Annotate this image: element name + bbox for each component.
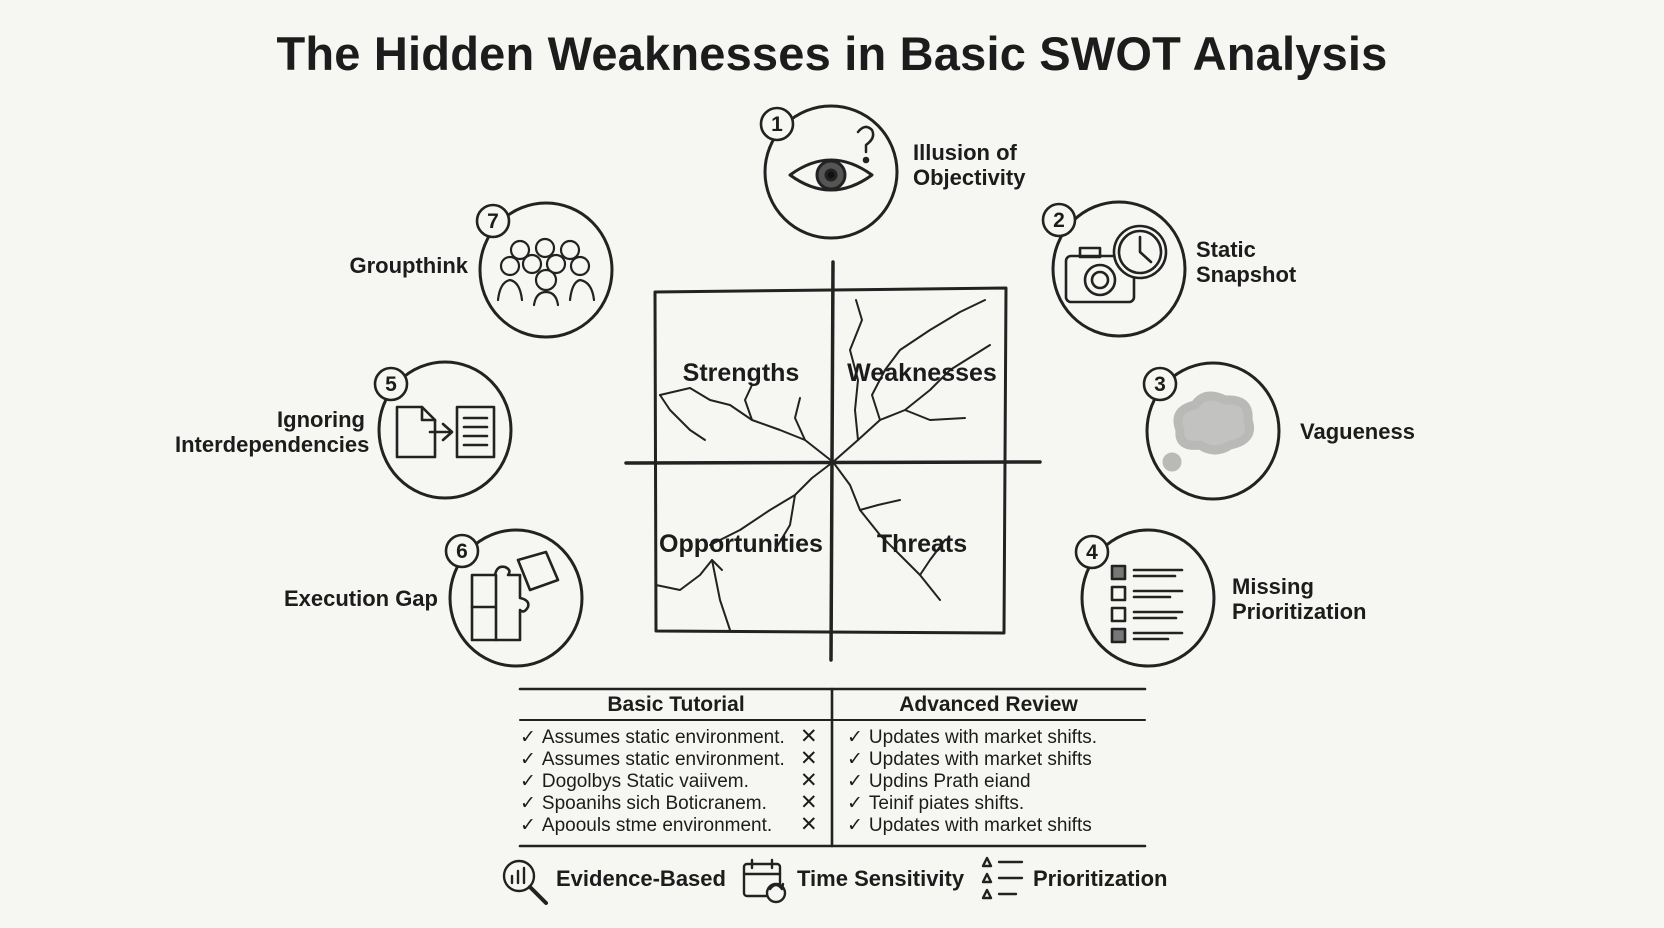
badge-number-1: 1 xyxy=(771,113,783,136)
eye-question-icon xyxy=(788,125,875,192)
weakness-circle-1 xyxy=(763,104,899,240)
crowd-icon xyxy=(496,237,596,307)
badge-number-3: 3 xyxy=(1154,373,1166,396)
basic-row: ✓Apoouls stme environment. xyxy=(520,815,773,836)
legend-time-sensitivity: Time Sensitivity xyxy=(797,866,965,891)
star-list-icon xyxy=(981,856,1024,900)
basic-row: ✓Assumes static environment. xyxy=(520,749,785,770)
camera-clock-icon xyxy=(1064,224,1168,304)
magnifier-chart-icon xyxy=(502,859,548,905)
quadrant-opportunities: Opportunities xyxy=(659,530,823,558)
number-badges xyxy=(373,106,1178,570)
quadrant-threats: Threats xyxy=(876,530,968,558)
legend-prioritization: Prioritization xyxy=(1033,866,1168,891)
weakness-circle-7 xyxy=(478,201,614,339)
weakness-circle-5 xyxy=(377,360,513,500)
legend-icons xyxy=(502,856,1024,905)
cross-mark: ✕ xyxy=(800,791,818,814)
documents-arrow-icon xyxy=(395,405,496,459)
weakness-label-3: Vagueness xyxy=(1300,419,1415,444)
puzzle-icon xyxy=(470,550,560,642)
page-title: The Hidden Weaknesses in Basic SWOT Anal… xyxy=(276,27,1388,80)
advanced-review-header: Advanced Review xyxy=(899,693,1078,716)
badge-number-7: 7 xyxy=(487,210,499,233)
weakness-circle-3 xyxy=(1145,361,1281,501)
badge-number-5: 5 xyxy=(385,373,397,396)
cross-mark: ✕ xyxy=(800,769,818,792)
weakness-circle-2 xyxy=(1051,200,1187,338)
quadrant-strengths: Strengths xyxy=(682,359,800,387)
cross-mark: ✕ xyxy=(800,813,818,836)
quadrant-weaknesses: Weaknesses xyxy=(847,359,997,387)
advanced-row: ✓Teinif piates shifts. xyxy=(847,793,1025,814)
basic-row: ✓Dogolbys Static vaiivem. xyxy=(520,771,749,792)
crack-lines xyxy=(655,299,991,631)
legend-evidence-based: Evidence-Based xyxy=(556,866,726,891)
checklist-icon xyxy=(1110,564,1184,644)
advanced-row: ✓Updates with market shifts xyxy=(847,815,1092,836)
badge-number-6: 6 xyxy=(456,540,468,563)
weakness-label-6: Execution Gap xyxy=(283,586,438,611)
calendar-refresh-icon xyxy=(742,858,787,904)
cross-mark: ✕ xyxy=(800,725,818,748)
comparison-table-lines xyxy=(518,687,1147,848)
basic-row: ✓Assumes static environment. xyxy=(520,727,785,748)
badge-number-4: 4 xyxy=(1086,541,1098,564)
advanced-row: ✓Updates with market shifts. xyxy=(847,727,1098,748)
weakness-circle-4 xyxy=(1080,528,1216,668)
basic-tutorial-header: Basic Tutorial xyxy=(607,693,745,716)
weakness-label-7: Groupthink xyxy=(349,253,468,278)
basic-row: ✓Spoanihs sich Boticranem. xyxy=(520,793,767,814)
badge-number-2: 2 xyxy=(1053,209,1065,232)
advanced-row: ✓Updins Prath eiand xyxy=(847,771,1031,792)
blurry-cloud-icon xyxy=(1162,391,1254,472)
advanced-row: ✓Updates with market shifts xyxy=(847,749,1092,770)
weakness-circle-6 xyxy=(448,528,584,668)
cross-mark: ✕ xyxy=(800,747,818,770)
